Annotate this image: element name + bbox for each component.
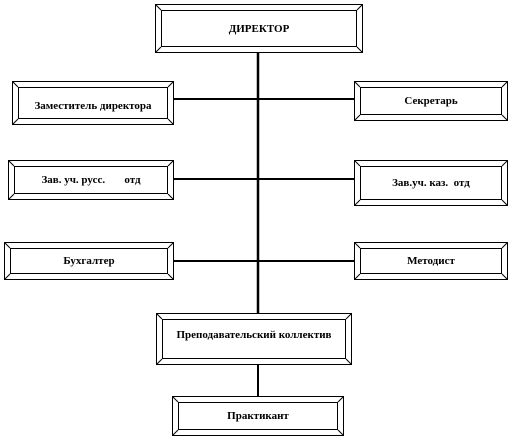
secretary-box: Секретарь [354, 81, 508, 121]
bevel-corner-line [501, 199, 507, 205]
bevel-corner-line [345, 314, 351, 320]
bevel-corner-line [356, 5, 362, 11]
bevel-corner-line [337, 397, 343, 403]
bevel-corner-line [501, 273, 507, 279]
bevel-corner-line [345, 358, 351, 364]
trainee-box: Практикант [172, 396, 344, 436]
russian-dept-head-label: Зав. уч. русс. отд [14, 166, 168, 194]
director-label: ДИРЕКТОР [161, 10, 357, 47]
bevel-corner-line [167, 273, 173, 279]
teaching-staff-label: Преподавательский коллектив [162, 319, 346, 359]
bevel-corner-line [157, 358, 163, 364]
teaching-staff-box: Преподавательский коллектив [156, 313, 352, 365]
bevel-corner-line [501, 243, 507, 249]
bevel-corner-line [356, 46, 362, 52]
methodist-box: Методист [354, 242, 508, 280]
bevel-corner-line [167, 243, 173, 249]
secretary-label: Секретарь [360, 87, 502, 115]
deputy-director-box: Заместитель директора [12, 81, 174, 125]
bevel-corner-line [337, 429, 343, 435]
accountant-label: Бухгалтер [10, 248, 168, 274]
bevel-corner-line [13, 118, 19, 124]
bevel-corner-line [5, 273, 11, 279]
bevel-corner-line [501, 82, 507, 88]
director-box: ДИРЕКТОР [155, 4, 363, 53]
bevel-corner-line [156, 46, 162, 52]
bevel-corner-line [9, 193, 15, 199]
russian-dept-head-box: Зав. уч. русс. отд [8, 160, 174, 200]
methodist-label: Методист [360, 248, 502, 274]
bevel-corner-line [167, 118, 173, 124]
bevel-corner-line [355, 114, 361, 120]
bevel-corner-line [167, 161, 173, 167]
kazakh-dept-head-box: Зав.уч. каз. отд [354, 160, 508, 206]
accountant-box: Бухгалтер [4, 242, 174, 280]
bevel-corner-line [501, 161, 507, 167]
bevel-corner-line [501, 114, 507, 120]
bevel-corner-line [355, 199, 361, 205]
bevel-corner-line [173, 429, 179, 435]
bevel-corner-line [355, 273, 361, 279]
bevel-corner-line [167, 193, 173, 199]
bevel-corner-line [167, 82, 173, 88]
deputy-director-label: Заместитель директора [18, 87, 168, 119]
trainee-label: Практикант [178, 402, 338, 430]
kazakh-dept-head-label: Зав.уч. каз. отд [360, 166, 502, 200]
